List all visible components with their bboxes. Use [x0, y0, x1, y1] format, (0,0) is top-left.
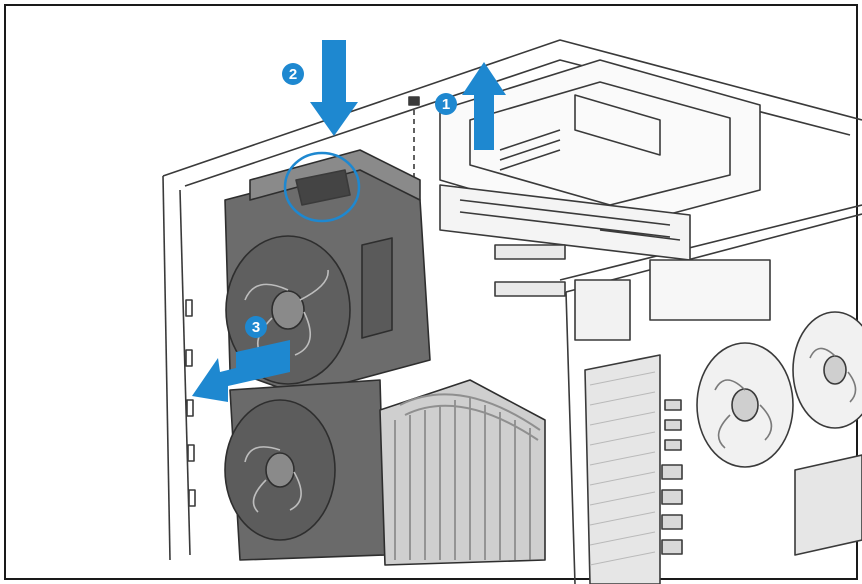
- front-mesh-panel: [584, 354, 661, 584]
- step-3-badge: [245, 316, 267, 338]
- chassis-left-edge: [162, 175, 171, 561]
- heatsink: [379, 379, 546, 566]
- up-arrow: [462, 62, 506, 150]
- fan-module-latch: [295, 169, 351, 206]
- step-1-number: 1: [442, 96, 450, 113]
- chassis-rear-panel: [565, 291, 576, 584]
- front-mesh-pattern: [589, 371, 656, 566]
- chassis-illustration: [162, 39, 862, 584]
- expansion-slot: [649, 259, 771, 321]
- fan-lower-blades: [244, 446, 302, 513]
- chassis-front-face: [565, 213, 862, 293]
- pcie-card-traces: [459, 199, 681, 241]
- rear-fan-right: [792, 311, 862, 429]
- fan-lower-hub: [265, 452, 295, 488]
- heatsink-fins: [394, 398, 531, 560]
- expansion-slot: [494, 281, 566, 297]
- step-1-badge: [435, 93, 457, 115]
- rear-fan-left: [696, 342, 794, 468]
- screw: [408, 96, 420, 106]
- rear-io-ports: [661, 399, 683, 555]
- drive-cage-inner: [469, 81, 731, 206]
- step-3-marker: 3: [192, 316, 290, 402]
- left-arrow: [192, 340, 290, 402]
- drive-cage-slot: [574, 94, 661, 156]
- expansion-slot: [494, 244, 566, 260]
- step-2-badge: [282, 63, 304, 85]
- expansion-slot: [574, 279, 631, 341]
- latch-highlight-circle: [283, 151, 361, 223]
- step-2-marker: 2: [282, 40, 358, 136]
- step-1-marker: 1: [435, 62, 506, 150]
- fan-module-handle: [361, 237, 393, 339]
- chassis-rear-top: [559, 204, 862, 281]
- step-3-number: 3: [252, 319, 260, 336]
- fan-upper-blades: [244, 269, 329, 356]
- step-2-number: 2: [289, 66, 297, 83]
- rear-vent: [794, 454, 862, 556]
- down-arrow: [310, 40, 358, 136]
- chassis-top-edge: [162, 39, 862, 177]
- fan-upper-hub: [271, 290, 305, 330]
- drive-cage-vents: [499, 129, 561, 171]
- chassis-left-slots: [185, 299, 196, 507]
- heatsink-heatpipes: [399, 393, 541, 441]
